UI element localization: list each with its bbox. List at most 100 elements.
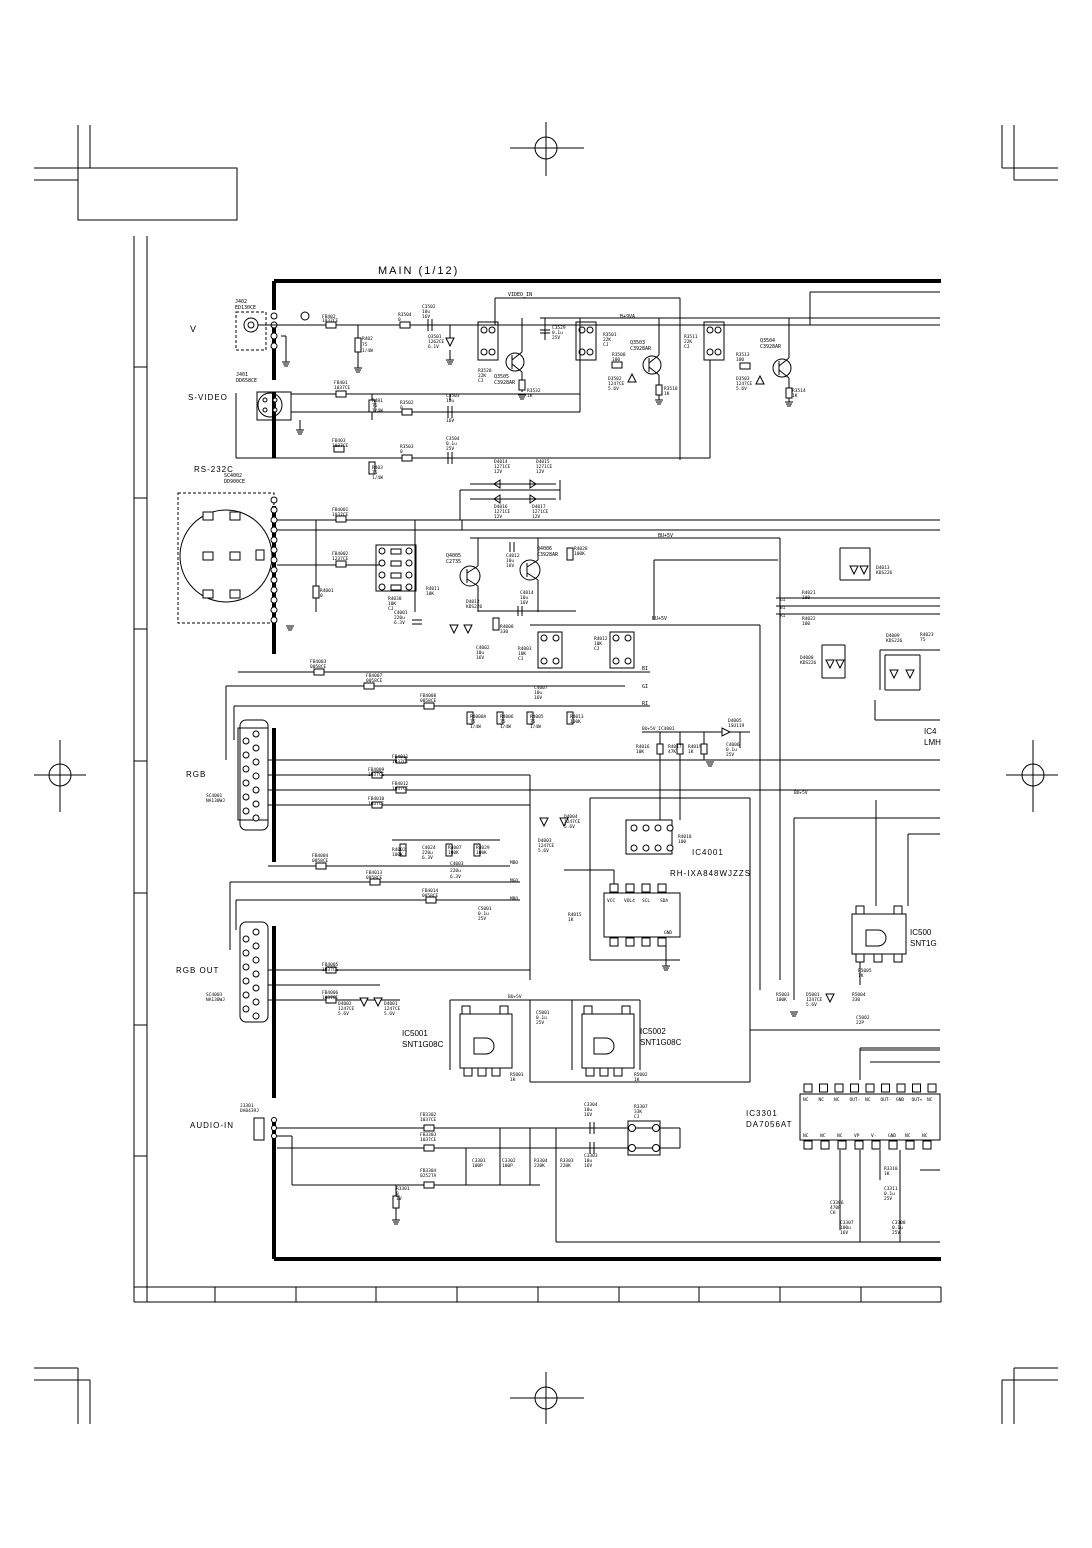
sc4001-connector: SC4001 NA130WJ — [206, 719, 269, 831]
svg-text:BU+5V_IC4001: BU+5V_IC4001 — [642, 726, 675, 732]
ic3301-top-pin — [803, 1083, 813, 1093]
ic3301-bottom-pin-label: NC — [803, 1133, 809, 1139]
ic3301-top-pin-label: OUT+ — [912, 1097, 923, 1103]
svg-text:10u: 10u — [584, 1107, 592, 1113]
svg-text:R4023: R4023 — [920, 632, 934, 638]
q4005 — [459, 538, 481, 612]
svg-text:R403: R403 — [372, 465, 383, 471]
svg-text:Q3504: Q3504 — [760, 338, 775, 344]
svg-text:R3511: R3511 — [684, 334, 698, 340]
svg-text:1271CE: 1271CE — [494, 509, 511, 515]
svg-text:75: 75 — [530, 719, 536, 725]
ic3301-bottom-pin — [888, 1140, 898, 1150]
svg-text:R4001: R4001 — [320, 588, 334, 594]
svg-text:BI: BI — [642, 666, 648, 672]
ic3301-top-pin — [881, 1083, 890, 1093]
svg-text:75: 75 — [372, 403, 378, 409]
svg-text:CJ: CJ — [518, 656, 524, 662]
svg-text:GI: GI — [780, 597, 786, 603]
ic4-label: IC4 — [924, 727, 937, 736]
svg-text:1271CE: 1271CE — [536, 464, 553, 470]
svg-text:CJ: CJ — [684, 344, 690, 350]
svg-text:C5002: C5002 — [856, 1015, 870, 1021]
svg-text:1K: 1K — [664, 391, 670, 397]
svg-text:1/4W: 1/4W — [372, 408, 383, 414]
svg-text:1W: 1W — [396, 1196, 402, 1202]
svg-text:DD900CE: DD900CE — [224, 479, 245, 485]
svg-text:J3301: J3301 — [240, 1103, 254, 1109]
svg-text:KDS226: KDS226 — [886, 638, 903, 644]
svg-text:CJ: CJ — [478, 378, 484, 384]
svg-text:1237CE: 1237CE — [332, 556, 349, 562]
svg-text:0: 0 — [400, 405, 403, 411]
svg-text:C3307: C3307 — [840, 1220, 854, 1226]
svg-text:R4012: R4012 — [594, 636, 608, 642]
svg-text:R4011: R4011 — [426, 586, 440, 592]
svg-text:5.6V: 5.6V — [564, 824, 575, 830]
svg-text:16V: 16V — [534, 695, 542, 701]
svg-text:1037CE: 1037CE — [322, 995, 339, 1001]
svg-text:D4002: D4002 — [338, 1001, 352, 1007]
ic3301-bottom-pin-label: V- — [871, 1133, 876, 1139]
ground-symbols — [282, 359, 798, 1225]
svg-text:10K: 10K — [518, 651, 526, 657]
svg-text:DA0439J: DA0439J — [240, 1108, 259, 1114]
svg-text:100K: 100K — [392, 852, 403, 858]
svg-text:C4012: C4012 — [506, 553, 520, 559]
svg-text:FB401: FB401 — [334, 380, 348, 386]
ic4001-label: IC4001 — [692, 848, 724, 857]
svg-text:1037CE: 1037CE — [368, 772, 385, 778]
svg-text:C3502: C3502 — [422, 304, 436, 310]
svg-text:10u: 10u — [520, 595, 528, 601]
svg-text:C3308: C3308 — [892, 1220, 906, 1226]
svg-text:R4016: R4016 — [636, 744, 650, 750]
svg-text:1247CE: 1247CE — [608, 381, 625, 387]
svg-text:D4015: D4015 — [536, 459, 550, 465]
net-b9va: B+9VA — [620, 314, 635, 320]
svg-text:1/4W: 1/4W — [500, 724, 511, 730]
main-board-border — [272, 279, 941, 1261]
svg-text:D3503: D3503 — [736, 376, 750, 382]
svg-text:C2735: C2735 — [446, 559, 461, 565]
ic3301-top-pin-label: OUT- — [881, 1097, 892, 1103]
svg-text:Q4005: Q4005 — [446, 553, 461, 559]
svg-text:470P: 470P — [830, 1205, 841, 1211]
svg-text:5.6V: 5.6V — [538, 848, 549, 854]
ic3301-bottom-pin — [905, 1140, 915, 1150]
registration-target-right — [1006, 740, 1058, 812]
svg-text:C4001: C4001 — [394, 610, 408, 616]
svg-text:100K: 100K — [476, 850, 487, 856]
svg-text:C4002: C4002 — [476, 645, 490, 651]
svg-text:1K: 1K — [510, 1077, 516, 1083]
resistor-network — [375, 544, 417, 592]
svg-text:6.3V: 6.3V — [450, 874, 461, 880]
svg-text:0058CE: 0058CE — [366, 678, 383, 684]
svg-text:1K: 1K — [792, 393, 798, 399]
svg-text:R4022: R4022 — [802, 616, 816, 622]
svg-text:1/4W: 1/4W — [530, 724, 541, 730]
sc4002-pins — [270, 496, 278, 624]
svg-text:R3304: R3304 — [534, 1158, 548, 1164]
svg-text:12V: 12V — [494, 514, 502, 520]
svg-text:0: 0 — [396, 1191, 399, 1197]
svg-text:R4029: R4029 — [476, 845, 490, 851]
net-bu5v: BU+5V — [658, 533, 673, 539]
svg-text:12V: 12V — [532, 514, 540, 520]
svg-text:1037CE: 1037CE — [334, 385, 351, 391]
svg-text:R5003: R5003 — [776, 992, 790, 998]
ic3301-top-pin-label: GND — [896, 1097, 904, 1103]
ic3301-bottom-pin — [854, 1140, 864, 1150]
svg-text:R3508: R3508 — [612, 352, 626, 358]
svg-text:1K: 1K — [884, 1171, 890, 1177]
svg-text:CH: CH — [830, 1210, 836, 1216]
svg-text:1262CE: 1262CE — [428, 339, 445, 345]
svg-text:C3928AR: C3928AR — [537, 552, 559, 558]
svg-text:100K: 100K — [448, 850, 459, 856]
ic3301-bottom-pin — [871, 1140, 881, 1150]
c3502 — [427, 319, 433, 331]
svg-text:C5001: C5001 — [536, 1010, 550, 1016]
label-v: V — [190, 324, 197, 334]
svg-text:10K: 10K — [636, 749, 644, 755]
svg-text:R4005: R4005 — [530, 714, 544, 720]
